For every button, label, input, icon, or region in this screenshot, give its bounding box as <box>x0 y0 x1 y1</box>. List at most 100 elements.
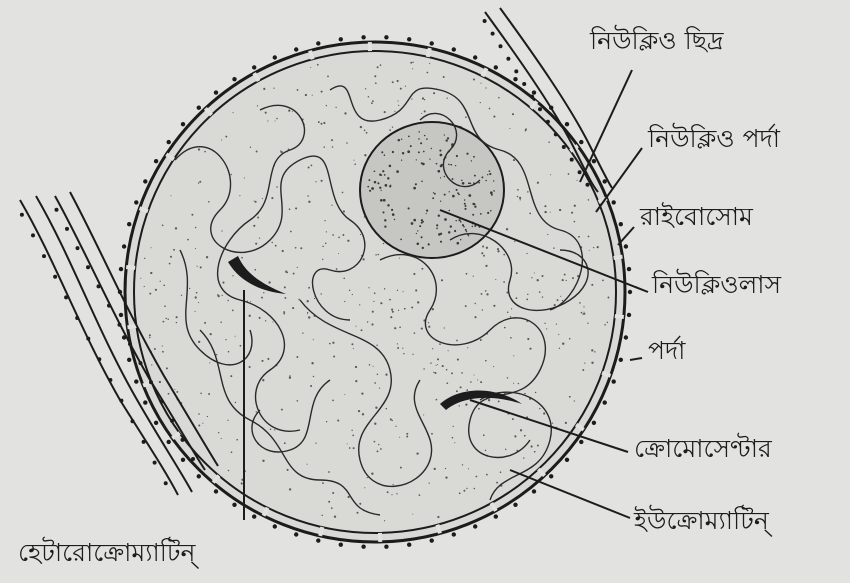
stipple-dot <box>411 98 412 99</box>
stipple-dot <box>198 341 200 343</box>
er-ribosome-dot <box>75 316 79 320</box>
stipple-dot <box>322 246 323 247</box>
nucleolus-dot <box>444 176 445 177</box>
nucleolus-dot <box>464 203 466 205</box>
nucleolus-dot <box>448 210 450 212</box>
nucleolus-dot <box>440 177 441 178</box>
nucleolus-dot <box>438 214 440 216</box>
stipple-dot <box>253 200 254 201</box>
stipple-dot <box>352 435 354 437</box>
stipple-dot <box>365 88 366 89</box>
stipple-dot <box>176 316 178 318</box>
stipple-dot <box>364 487 365 488</box>
label-nuclear-membrane: নিউক্লিও পর্দা <box>648 126 780 151</box>
stipple-dot <box>463 490 465 492</box>
stipple-dot <box>395 426 396 427</box>
stipple-dot <box>198 424 200 426</box>
stipple-dot <box>235 402 236 403</box>
stipple-dot <box>537 279 539 281</box>
stipple-dot <box>198 182 199 183</box>
stipple-dot <box>384 288 385 289</box>
nucleolus-dot <box>433 192 434 193</box>
label-euchromatin: ইউক্রোম্যাটিন্ <box>634 508 769 533</box>
stipple-dot <box>374 382 376 384</box>
er-ribosome-dot <box>97 357 101 361</box>
stipple-dot <box>429 63 430 64</box>
nucleolus-dot <box>384 154 386 156</box>
nucleolus-dot <box>436 163 438 165</box>
stipple-dot <box>208 393 210 395</box>
nucleolus-dot <box>452 195 455 198</box>
stipple-dot <box>375 407 377 409</box>
stipple-dot <box>371 473 373 475</box>
stipple-dot <box>176 391 178 393</box>
stipple-dot <box>433 92 435 94</box>
stipple-dot <box>150 272 152 274</box>
stipple-dot <box>375 82 377 84</box>
stipple-dot <box>321 180 323 182</box>
stipple-dot <box>267 358 269 360</box>
nucleolus-dot <box>454 230 456 232</box>
stipple-dot <box>232 275 233 276</box>
stipple-dot <box>524 393 525 394</box>
stipple-dot <box>569 338 571 340</box>
stipple-dot <box>375 254 376 255</box>
stipple-dot <box>517 189 519 191</box>
nucleolus-dot <box>411 222 414 225</box>
stipple-dot <box>371 323 373 325</box>
stipple-dot <box>163 321 165 323</box>
stipple-dot <box>204 151 206 153</box>
ribosome-dot <box>612 379 616 383</box>
stipple-dot <box>391 420 393 422</box>
stipple-dot <box>263 88 265 90</box>
label-ribosome: রাইবোসোম <box>640 204 753 229</box>
stipple-dot <box>295 247 297 249</box>
nucleolus-dot <box>424 135 426 137</box>
stipple-dot <box>391 309 393 311</box>
nucleolus-dot <box>401 138 402 139</box>
er-ribosome-dot <box>149 380 153 384</box>
er-ribosome-dot <box>86 337 90 341</box>
stipple-dot <box>466 273 468 275</box>
stipple-dot <box>529 213 531 215</box>
stipple-dot <box>162 224 164 226</box>
stipple-dot <box>195 296 197 298</box>
nucleolus-dot <box>418 151 420 153</box>
nucleolus-dot <box>452 178 454 180</box>
ribosome-dot <box>624 244 628 248</box>
er-ribosome-dot <box>131 419 135 423</box>
nuclear-pore <box>615 316 624 317</box>
stipple-dot <box>354 163 356 165</box>
er-ribosome-dot <box>160 400 164 404</box>
stipple-dot <box>531 445 533 447</box>
stipple-dot <box>231 451 233 453</box>
er-ribosome-dot <box>55 208 59 212</box>
stipple-dot <box>456 340 458 342</box>
stipple-dot <box>377 450 379 452</box>
stipple-dot <box>473 276 474 277</box>
stipple-dot <box>411 306 413 308</box>
stipple-dot <box>366 132 368 134</box>
nucleolus-dot <box>377 182 379 184</box>
stipple-dot <box>191 214 193 216</box>
stipple-dot <box>602 280 604 282</box>
stipple-dot <box>222 282 224 284</box>
stipple-dot <box>534 272 535 273</box>
ribosome-dot <box>316 538 320 542</box>
ribosome-dot <box>143 400 147 404</box>
nucleolus-dot <box>419 225 421 227</box>
stipple-dot <box>544 323 545 324</box>
nucleolus-dot <box>440 154 443 157</box>
nucleolus-dot <box>481 176 483 178</box>
ribosome-dot <box>494 65 498 69</box>
stipple-dot <box>374 75 376 77</box>
stipple-dot <box>497 250 499 252</box>
stipple-dot <box>486 247 488 249</box>
stipple-dot <box>562 343 564 345</box>
ribosome-dot <box>473 55 477 59</box>
stipple-dot <box>200 393 202 395</box>
stipple-dot <box>421 113 422 114</box>
stipple-dot <box>362 413 364 415</box>
stipple-dot <box>270 429 272 431</box>
